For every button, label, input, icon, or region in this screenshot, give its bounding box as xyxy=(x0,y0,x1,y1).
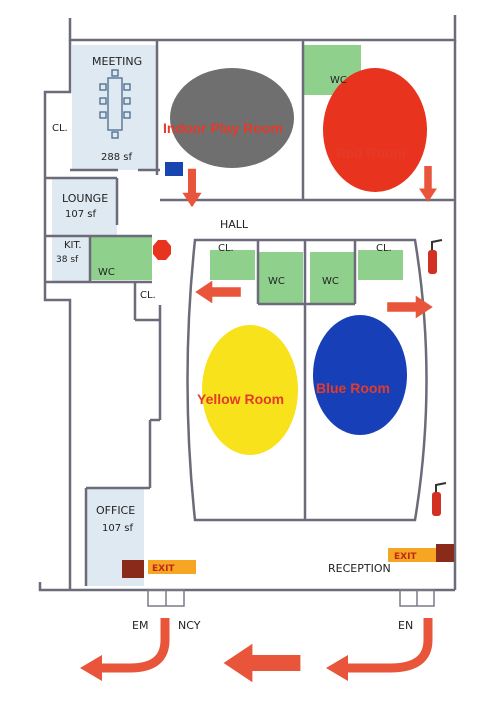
fire-extinguisher-icon xyxy=(428,239,443,274)
table-chairs-icon xyxy=(99,69,131,139)
exit-sign-right-label: EXIT xyxy=(394,552,417,562)
hall-label: HALL xyxy=(220,218,249,231)
door-icon xyxy=(147,589,435,607)
indoor-play-room-label: Indoor Play Room xyxy=(163,120,283,136)
emergency-right-label: EN xyxy=(398,619,413,632)
walls xyxy=(38,15,457,592)
red-room-oval xyxy=(323,68,427,192)
kitchen-label: KIT. xyxy=(64,240,82,251)
kitchen-area: 38 sf xyxy=(56,255,79,265)
curved-arrows xyxy=(100,618,433,673)
fire-extinguisher-icon xyxy=(432,482,447,516)
emergency-label-part2: NCY xyxy=(178,619,201,632)
office-area: 107 sf xyxy=(102,523,133,534)
red-room-label: Red Room xyxy=(336,145,406,161)
meeting-closet-label: CL. xyxy=(52,123,68,134)
exit-sign-icon: EXIT xyxy=(122,560,196,578)
indoor-play-room-oval xyxy=(170,68,294,168)
meeting-label: MEETING xyxy=(92,55,142,68)
yellow-room-label: Yellow Room xyxy=(197,391,284,407)
exit-sign-left-label: EXIT xyxy=(152,564,175,574)
closet-left-label: CL. xyxy=(218,243,234,254)
wc-center-right-label: WC xyxy=(322,276,339,287)
blue-marker xyxy=(165,162,183,176)
closet-hall-label: CL. xyxy=(140,290,156,301)
closet-right-label: CL. xyxy=(376,243,392,254)
reception-label: RECEPTION xyxy=(328,562,391,575)
emergency-label-part1: EM xyxy=(132,619,148,632)
kitchen xyxy=(52,236,90,282)
lounge-room xyxy=(52,178,117,236)
blue-room-label: Blue Room xyxy=(316,380,390,396)
meeting-room xyxy=(72,45,157,170)
exit-sign-icon: EXIT xyxy=(388,544,454,562)
lounge-area: 107 sf xyxy=(65,209,96,220)
curved-arrow-heads xyxy=(80,655,348,681)
wc-blocks xyxy=(90,45,403,304)
wc-top-label: WC xyxy=(330,75,347,86)
office-label: OFFICE xyxy=(96,504,135,517)
stop-marker xyxy=(153,240,171,260)
meeting-area: 288 sf xyxy=(101,152,132,163)
yellow-room-oval xyxy=(202,325,298,455)
wc-left-label: WC xyxy=(98,267,115,278)
blue-room-oval xyxy=(313,315,407,435)
lounge-label: LOUNGE xyxy=(62,192,108,205)
wc-center-left-label: WC xyxy=(268,276,285,287)
